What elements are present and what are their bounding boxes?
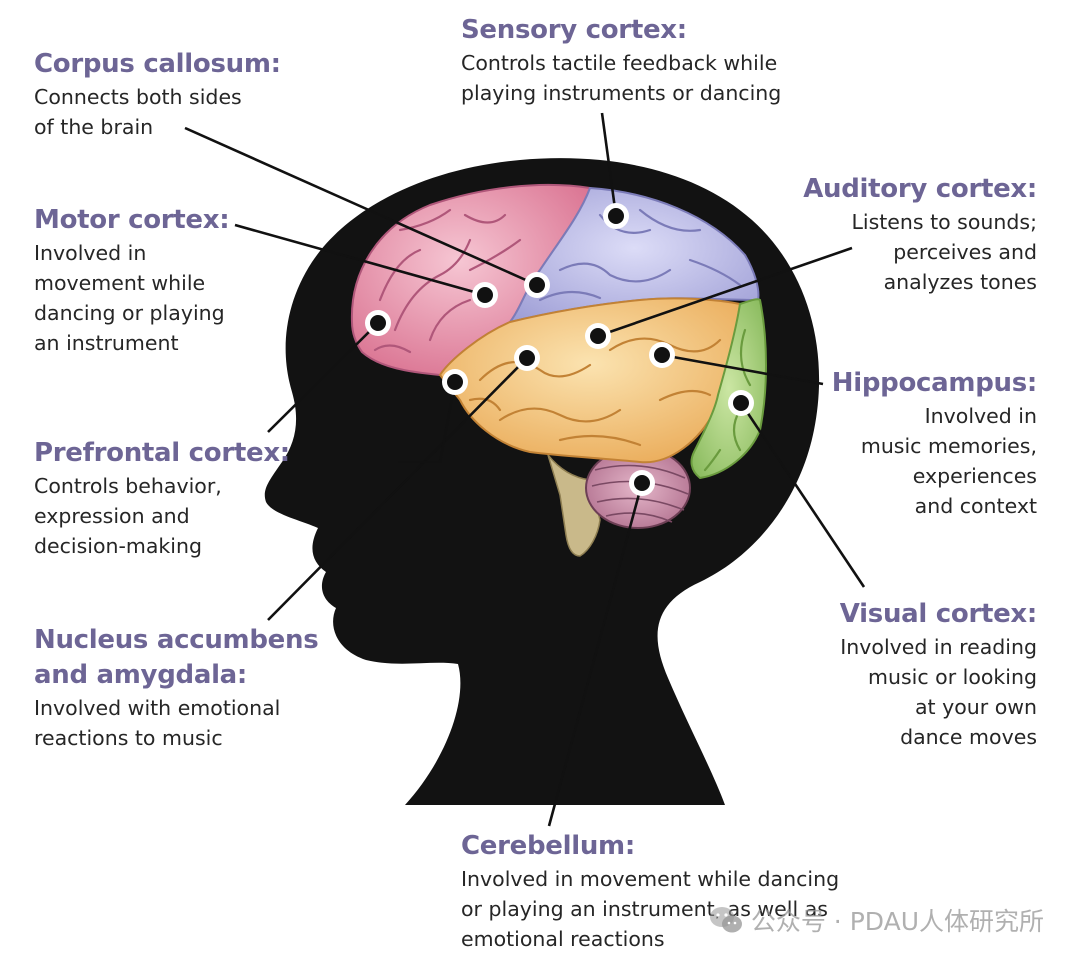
marker-dots [365,203,754,496]
wechat-icon [709,907,742,933]
marker-dot-visual [728,390,754,416]
occipital-lobe [690,298,767,480]
label-motor-cortex: Motor cortex: Involved in movement while… [34,203,230,358]
label-title: Nucleus accumbens and amygdala: [34,625,319,690]
label-title: Hippocampus: [831,368,1038,398]
label-text: Controls behavior, expression and decisi… [34,474,222,558]
label-text: Connects both sides of the brain [34,85,242,139]
label-text: Involved in music memories, experiences … [860,404,1037,518]
label-auditory-cortex: Auditory cortex: Listens to sounds; perc… [803,172,1037,297]
label-cerebellum: Cerebellum: Involved in movement while d… [461,829,839,954]
marker-dot-hippocampus [649,342,675,368]
label-title: Prefrontal cortex: [34,438,290,468]
label-prefrontal-cortex: Prefrontal cortex: Controls behavior, ex… [34,436,290,561]
label-title: Corpus callosum: [34,49,281,79]
label-text: Involved in reading music or looking at … [840,635,1037,749]
label-title: Visual cortex: [839,599,1038,629]
marker-dot-corpus-callosum [524,272,550,298]
marker-dot-sensory [603,203,629,229]
label-title: Auditory cortex: [803,174,1037,204]
watermark-text: 公众号 · PDAU人体研究所 [750,907,1044,936]
label-sensory-cortex: Sensory cortex: Controls tactile feedbac… [461,13,781,108]
marker-dot-nucleus-accumbens [514,345,540,371]
marker-dot-prefrontal [365,310,391,336]
label-title: Cerebellum: [461,831,635,861]
label-corpus-callosum: Corpus callosum: Connects both sides of … [34,47,281,142]
marker-dot-cerebellum [629,470,655,496]
label-text: Involved with emotional reactions to mus… [34,696,281,750]
watermark: 公众号 · PDAU人体研究所 [709,902,1044,938]
label-text: Controls tactile feedback while playing … [461,51,782,105]
marker-dot-auditory [585,323,611,349]
label-title: Sensory cortex: [461,15,687,45]
label-text: Listens to sounds; perceives and analyze… [851,210,1037,294]
leader-lines [184,112,866,827]
marker-dot-amygdala [442,369,468,395]
label-title: Motor cortex: [34,205,230,235]
label-hippocampus: Hippocampus: Involved in music memories,… [831,366,1038,521]
label-nucleus-accumbens: Nucleus accumbens and amygdala: Involved… [34,623,319,753]
label-text: Involved in movement while dancing or pl… [34,241,225,355]
label-visual-cortex: Visual cortex: Involved in reading music… [839,597,1038,752]
marker-dot-motor [472,282,498,308]
label-text: Involved in movement while dancing or pl… [461,867,840,951]
